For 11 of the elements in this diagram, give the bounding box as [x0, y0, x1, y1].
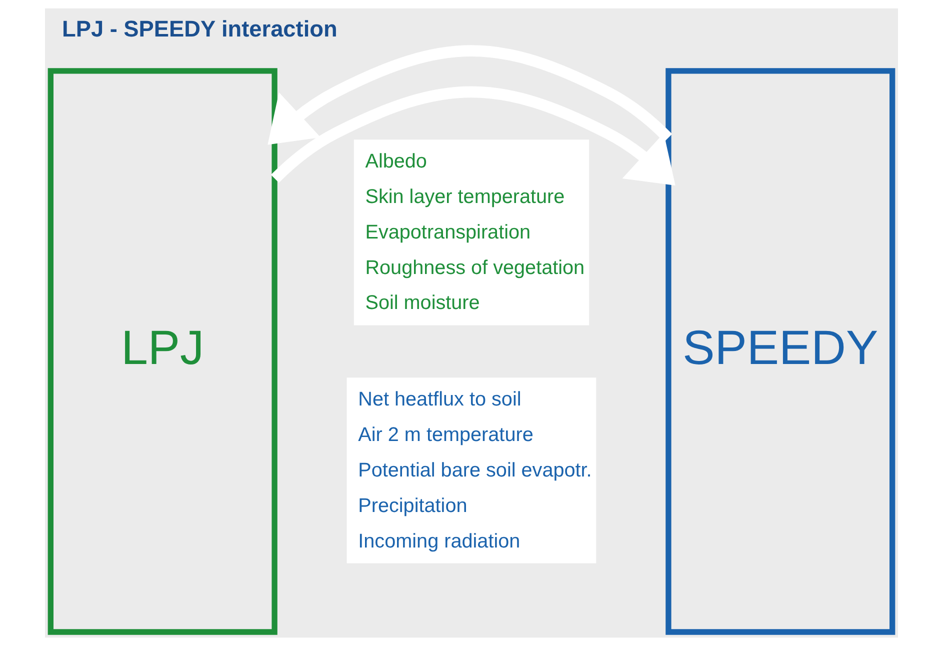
- label: Soil moisture: [365, 292, 480, 314]
- label: Incoming radiation: [358, 530, 520, 552]
- label: Air 2 m temperature: [358, 424, 534, 446]
- diagram-title: LPJ - SPEEDY interaction: [62, 15, 338, 42]
- label: Skin layer temperature: [365, 186, 565, 208]
- label: Evapotranspiration: [365, 221, 531, 244]
- label: Albedo: [365, 150, 427, 173]
- label: Potential bare soil evapotr.: [358, 459, 592, 482]
- label: Net heatflux to soil: [358, 388, 522, 411]
- label: Roughness of vegetation: [365, 256, 585, 279]
- label: Precipitation: [358, 494, 468, 517]
